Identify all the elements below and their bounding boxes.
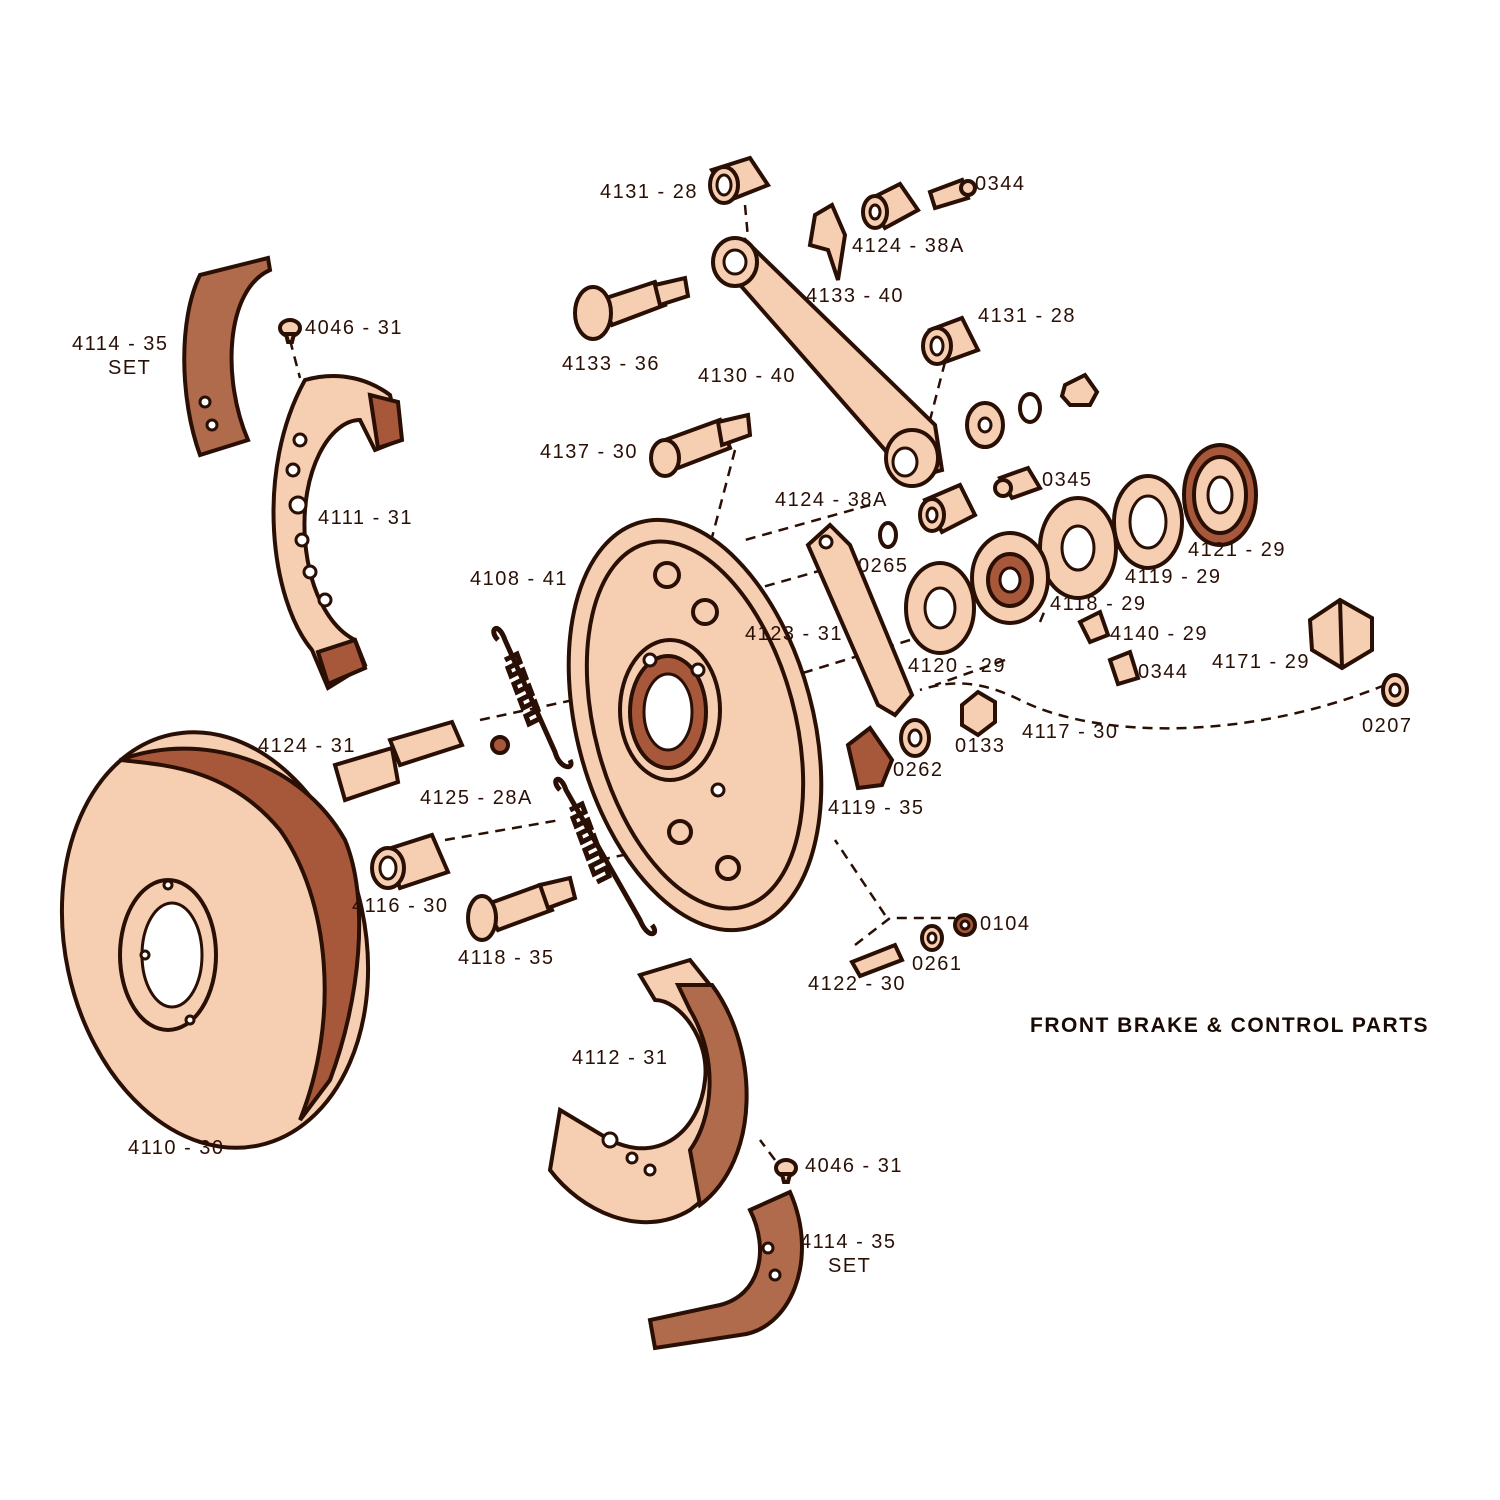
arm-4130-40 <box>711 236 945 488</box>
lever-4123-31 <box>805 522 915 718</box>
label-0261: 0261 <box>912 953 963 975</box>
plate-washer-upper <box>1038 496 1118 600</box>
label-4114-35-bottom-set: SET <box>828 1255 871 1277</box>
label-4111-31: 4111 - 31 <box>318 507 413 529</box>
label-4124-31: 4124 - 31 <box>258 735 356 757</box>
rivet-4046-31-top <box>278 318 302 344</box>
grease-fitting-0345 <box>993 465 1043 501</box>
nut-0104 <box>953 913 977 937</box>
label-4119-29: 4119 - 29 <box>1125 566 1222 588</box>
grease-fitting-0344-mid <box>1107 649 1141 687</box>
label-4110-30: 4110 - 30 <box>128 1137 225 1159</box>
ring-0265 <box>878 521 898 549</box>
label-0344-top: 0344 <box>975 173 1026 195</box>
nut-0133 <box>960 689 997 738</box>
brake-shoe-4112-31 <box>547 957 749 1225</box>
washer-0207 <box>1381 673 1409 707</box>
nut-4124-38a-top <box>861 181 921 231</box>
label-4112-31: 4112 - 31 <box>572 1047 669 1069</box>
label-0104: 0104 <box>980 913 1031 935</box>
spring-4125-28a-upper <box>491 626 574 770</box>
label-4124-38a-top: 4124 - 38A <box>852 235 965 257</box>
spring-4125-28a-lower <box>553 776 658 937</box>
nut-4171-29 <box>1307 597 1374 671</box>
label-4130-40: 4130 - 40 <box>698 365 796 387</box>
label-4108-41: 4108 - 41 <box>470 568 568 590</box>
label-4140-29: 4140 - 29 <box>1110 623 1208 645</box>
bleeder-4122-30 <box>849 942 905 979</box>
label-4120-29: 4120 - 29 <box>908 655 1006 677</box>
washer-4120-29 <box>904 561 976 655</box>
bushing-4131-28-mid <box>921 315 981 366</box>
brake-lining-4114-35-bottom <box>647 1189 804 1351</box>
adjuster-4124-31 <box>332 719 465 803</box>
label-4133-40: 4133 - 40 <box>806 285 904 307</box>
grease-fitting-0344-top <box>927 177 977 211</box>
label-0262: 0262 <box>893 759 944 781</box>
label-4046-31-bottom: 4046 - 31 <box>805 1155 903 1177</box>
label-0133: 0133 <box>955 735 1006 757</box>
small-nut <box>490 735 510 755</box>
bushing-4131-28-top <box>708 155 772 205</box>
backing-plate-4108-41 <box>566 517 824 933</box>
label-4116-30: 4116 - 30 <box>352 895 449 917</box>
label-4114-35-left: 4114 - 35 <box>72 333 169 355</box>
cover-4121-29 <box>1182 443 1258 547</box>
label-4114-35-left-set: SET <box>108 357 151 379</box>
label-0265: 0265 <box>858 555 909 577</box>
bolt-4118-35 <box>466 875 578 942</box>
label-0344-mid: 0344 <box>1138 661 1189 683</box>
washer-0262 <box>899 718 931 758</box>
part-labels: 4131 - 28 0344 4124 - 38A 4133 - 40 4131… <box>72 173 1413 1277</box>
brake-drum-4110-30 <box>59 730 371 1150</box>
label-4118-29: 4118 - 29 <box>1050 593 1147 615</box>
label-4114-35-bottom: 4114 - 35 <box>800 1231 897 1253</box>
rivet-4046-31-bottom <box>774 1158 798 1184</box>
washer-0261 <box>920 924 944 952</box>
label-4119-35: 4119 - 35 <box>828 797 925 819</box>
label-4131-28-top: 4131 - 28 <box>600 181 698 203</box>
brake-lining-4114-35-left <box>182 255 273 458</box>
bracket-4133-40 <box>807 202 848 281</box>
bolt-4137-30 <box>649 412 753 478</box>
label-4124-38a-mid: 4124 - 38A <box>775 489 888 511</box>
bolt-4133-36 <box>573 275 691 341</box>
label-4123-31: 4123 - 31 <box>745 623 843 645</box>
label-4125-28a: 4125 - 28A <box>420 787 533 809</box>
plate-4119-35 <box>845 725 895 791</box>
label-4133-36: 4133 - 36 <box>562 353 660 375</box>
nut-4124-38a-mid <box>918 482 978 535</box>
label-0345: 0345 <box>1042 469 1093 491</box>
leader-lines <box>288 204 1386 1161</box>
hub-4118-29 <box>970 531 1050 625</box>
sleeve-4116-30 <box>370 832 451 891</box>
label-4171-29: 4171 - 29 <box>1212 651 1310 673</box>
washer-cluster <box>965 372 1100 449</box>
label-0207: 0207 <box>1362 715 1413 737</box>
label-4137-30: 4137 - 30 <box>540 441 638 463</box>
label-4122-30: 4122 - 30 <box>808 973 906 995</box>
label-4118-35: 4118 - 35 <box>458 947 555 969</box>
diagram-title: FRONT BRAKE & CONTROL PARTS <box>1030 1014 1429 1037</box>
label-4131-28-mid: 4131 - 28 <box>978 305 1076 327</box>
label-4046-31-top: 4046 - 31 <box>305 317 403 339</box>
label-4121-29: 4121 - 29 <box>1188 539 1286 561</box>
label-4117-30: 4117 - 30 <box>1022 721 1119 743</box>
fitting-4140-29 <box>1077 609 1111 645</box>
brake-shoe-4111-31 <box>271 373 405 691</box>
gasket-4119-29 <box>1112 474 1184 570</box>
